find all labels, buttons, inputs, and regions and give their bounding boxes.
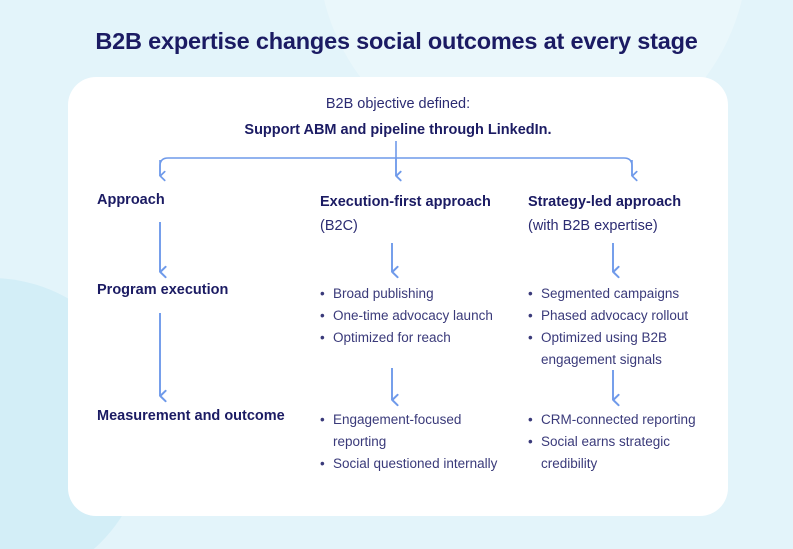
list-item: CRM-connected reporting <box>528 409 718 431</box>
bullet-list: Segmented campaigns Phased advocacy roll… <box>528 283 718 371</box>
list-item: Optimized using B2B engagement signals <box>528 327 718 371</box>
list-item: Optimized for reach <box>320 327 510 349</box>
objective-label: B2B objective defined: <box>325 96 471 112</box>
column-header-strategy-led-label: Strategy-led approach <box>528 194 682 210</box>
column-header-approach: Approach <box>97 188 297 212</box>
list-item: Segmented campaigns <box>528 283 718 305</box>
list-item: Engagement-focused reporting <box>320 409 510 453</box>
column-header-execution-first-qualifier: (B2C) <box>320 218 358 234</box>
row-label-measurement-outcome: Measurement and outcome <box>97 408 285 424</box>
list-item: One-time advocacy launch <box>320 305 510 327</box>
list-item: Phased advocacy rollout <box>528 305 718 327</box>
bullets-execution-first-program: Broad publishing One-time advocacy launc… <box>320 283 510 349</box>
bullet-list: Broad publishing One-time advocacy launc… <box>320 283 510 349</box>
column-header-strategy-led-qualifier: (with B2B expertise) <box>528 218 658 234</box>
bullet-list: Engagement-focused reporting Social ques… <box>320 409 510 475</box>
list-item: Social questioned internally <box>320 453 510 475</box>
bullets-strategy-led-measurement: CRM-connected reporting Social earns str… <box>528 409 718 475</box>
column-header-execution-first-label: Execution-first approach <box>320 194 491 210</box>
bullet-list: CRM-connected reporting Social earns str… <box>528 409 718 475</box>
row-label-program-execution: Program execution <box>97 282 229 298</box>
objective-value: Support ABM and pipeline through LinkedI… <box>244 122 552 138</box>
column-header-strategy-led: Strategy-led approach (with B2B expertis… <box>528 190 718 238</box>
bullets-strategy-led-program: Segmented campaigns Phased advocacy roll… <box>528 283 718 371</box>
column-header-execution-first: Execution-first approach (B2C) <box>320 190 510 238</box>
list-item: Broad publishing <box>320 283 510 305</box>
objective-block: B2B objective defined: Support ABM and p… <box>68 91 728 143</box>
list-item: Social earns strategic credibility <box>528 431 718 475</box>
column-header-approach-label: Approach <box>97 192 165 208</box>
page-title: B2B expertise changes social outcomes at… <box>95 28 698 54</box>
bullets-execution-first-measurement: Engagement-focused reporting Social ques… <box>320 409 510 475</box>
